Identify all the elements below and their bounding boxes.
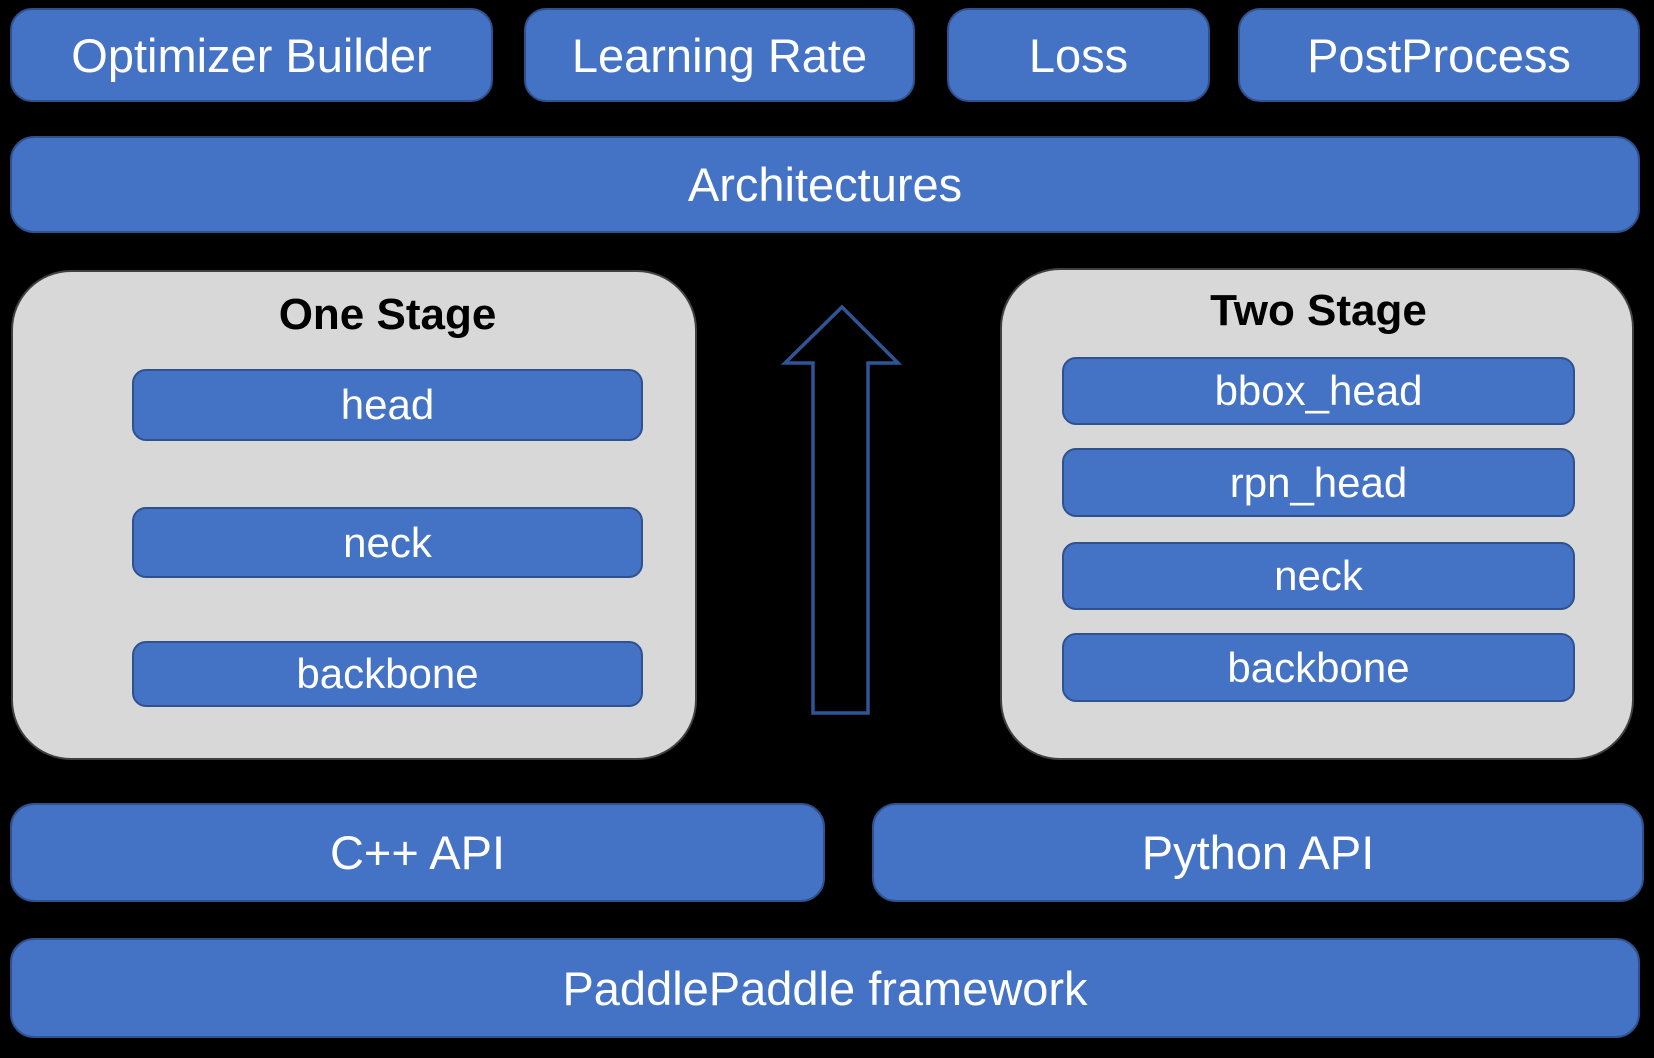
python-api-box: Python API — [872, 803, 1644, 902]
two-stage-neck-bar: neck — [1062, 542, 1575, 610]
postprocess-label: PostProcess — [1307, 28, 1571, 82]
one-stage-head-label: head — [340, 381, 435, 428]
loss-label: Loss — [1028, 28, 1129, 82]
two-stage-rpn-head-bar: rpn_head — [1062, 448, 1575, 517]
one-stage-neck-label: neck — [343, 518, 432, 566]
two-stage-bbox-head-bar: bbox_head — [1062, 357, 1575, 425]
one-stage-head-bar: head — [132, 369, 643, 441]
optimizer-builder-label: Optimizer Builder — [71, 28, 432, 82]
two-stage-rpn-head-label: rpn_head — [1229, 458, 1408, 506]
architectures-bar: Architectures — [10, 136, 1640, 233]
learning-rate-label: Learning Rate — [571, 28, 868, 82]
learning-rate-box: Learning Rate — [524, 8, 915, 102]
up-arrow-icon — [780, 304, 903, 715]
one-stage-title: One Stage — [278, 290, 497, 339]
postprocess-box: PostProcess — [1238, 8, 1640, 102]
one-stage-panel: One Stage head neck backbone — [13, 272, 695, 758]
cpp-api-label: C++ API — [329, 826, 506, 879]
loss-box: Loss — [947, 8, 1210, 102]
two-stage-neck-label: neck — [1274, 552, 1363, 599]
cpp-api-box: C++ API — [10, 803, 825, 902]
two-stage-backbone-bar: backbone — [1062, 633, 1575, 702]
one-stage-neck-bar: neck — [132, 507, 643, 578]
two-stage-title: Two Stage — [1210, 286, 1427, 335]
two-stage-bbox-head-label: bbox_head — [1214, 367, 1423, 414]
paddlepaddle-framework-label: PaddlePaddle framework — [562, 961, 1088, 1015]
optimizer-builder-box: Optimizer Builder — [10, 8, 493, 102]
architectures-label: Architectures — [687, 158, 963, 211]
one-stage-backbone-label: backbone — [296, 650, 479, 697]
python-api-label: Python API — [1141, 826, 1375, 879]
one-stage-backbone-bar: backbone — [132, 641, 643, 707]
paddlepaddle-framework-bar: PaddlePaddle framework — [10, 938, 1640, 1038]
two-stage-panel: Two Stage bbox_head rpn_head neck backbo… — [1002, 270, 1632, 758]
two-stage-backbone-label: backbone — [1227, 643, 1410, 691]
